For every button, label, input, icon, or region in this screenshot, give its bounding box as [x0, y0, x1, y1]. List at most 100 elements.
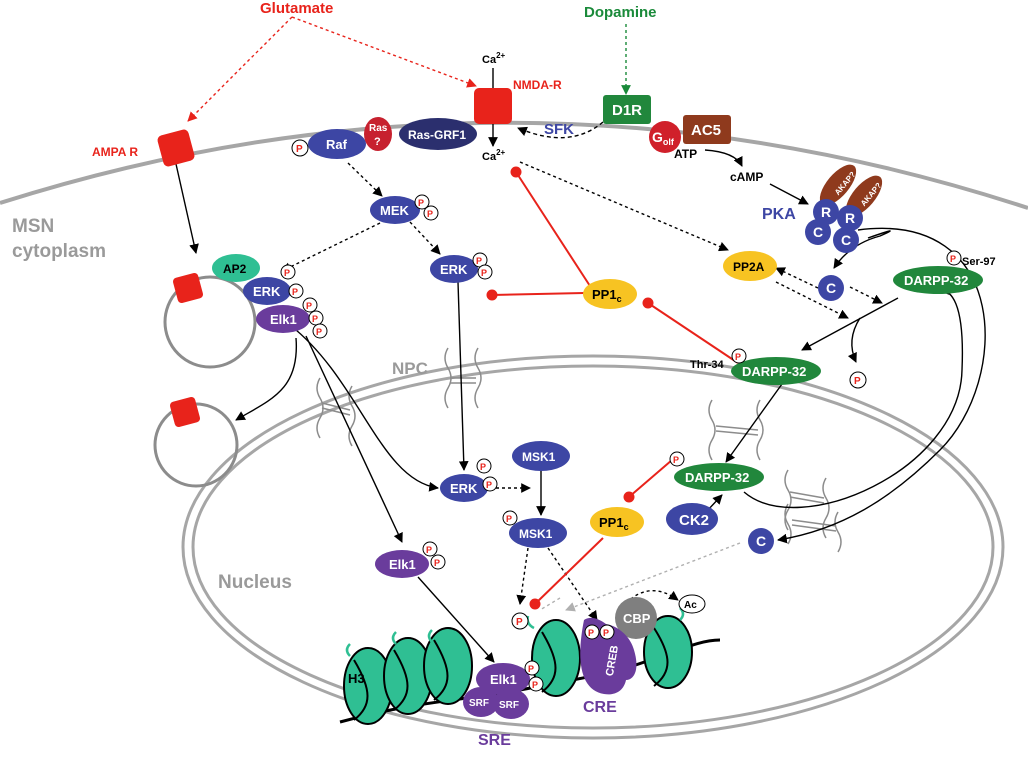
pp1c-cytoplasm [583, 279, 637, 309]
pka-c-nuclear-import-loop [777, 227, 986, 544]
svg-text:P: P [481, 268, 487, 278]
svg-text:P: P [486, 480, 492, 490]
msk1-inactive-label: MSK1 [522, 450, 556, 464]
darpp32-nuclear-import-arrow [725, 383, 783, 463]
pka-r-1 [813, 199, 839, 225]
elk1-nuclear-translocation-arrow [305, 335, 403, 543]
ca-to-pp2a-arrow [519, 161, 729, 252]
pka-c-to-creb-arrow [565, 542, 741, 612]
glutamate-label: Glutamate [260, 0, 333, 17]
pka-c-2 [833, 227, 859, 253]
darpp32-nucleus-label: DARPP-32 [685, 470, 749, 485]
svg-text:P: P [434, 558, 440, 568]
h3-label: H3 [348, 671, 365, 686]
pp2a-label: PP2A [733, 260, 765, 274]
svg-text:P: P [312, 314, 318, 324]
pp1c-cytoplasm-label: PP1c [592, 287, 622, 304]
released-phosphate [849, 371, 867, 389]
svg-text:P: P [480, 462, 486, 472]
darpp32-thr34 [731, 357, 821, 385]
pka-c-cytoplasm [818, 275, 844, 301]
ras-grf1-label: Ras-GRF1 [408, 128, 466, 142]
nucleus-envelope-outer [181, 354, 1005, 740]
msn-label-line1: MSN [12, 216, 54, 237]
darpp32-p-release-arrow [847, 317, 861, 363]
plasma-membrane [0, 120, 1028, 210]
svg-text:P: P [476, 256, 482, 266]
msk1-to-creb-arrow [547, 547, 598, 621]
cre-label: CRE [583, 699, 617, 716]
ser97-phospho [946, 250, 962, 266]
ras-grf1 [399, 118, 477, 150]
calcium-mid-label: Ca2+ [482, 148, 506, 163]
nuclear-darpp32-pp1-inhibition [628, 459, 673, 498]
elk1-nucleus [375, 550, 429, 578]
golf-protein [649, 121, 681, 153]
svg-text:SRF: SRF [499, 700, 519, 711]
svg-text:P: P [506, 514, 512, 524]
nucleosome-5 [643, 615, 693, 689]
npc-3 [708, 399, 764, 461]
nucleosome-4 [531, 619, 581, 697]
pka-c-nucleus [748, 528, 774, 554]
endocytic-vesicle [163, 275, 257, 369]
erk-nucleus-label: ERK [450, 481, 478, 496]
svg-text:P: P [735, 352, 741, 362]
dna-wraps [353, 627, 669, 721]
nucleosome-3 [423, 627, 473, 705]
nmda-receptor [474, 88, 512, 124]
ser97-label: Ser-97 [962, 256, 996, 268]
glutamate-to-nmda-arrow [291, 16, 477, 88]
cbp-label: CBP [623, 611, 651, 626]
thr34-label: Thr-34 [690, 359, 725, 371]
thr34-phospho [731, 348, 747, 364]
camp-to-pka-arrow [769, 183, 809, 205]
nucleosomes [343, 615, 693, 725]
svg-text:P: P [292, 287, 298, 297]
darpp32-pp1-inhibition [647, 302, 739, 364]
cbp-coactivator [615, 597, 657, 639]
svg-text:R: R [845, 210, 855, 226]
svg-text:P: P [296, 144, 303, 155]
vesicle-ampa-receptor [172, 272, 204, 304]
vesicle-to-nuclear-erk-arrow [289, 324, 439, 492]
pp2a-dephosphorylation-arrow [775, 281, 849, 319]
mek-label: MEK [380, 203, 410, 218]
pp1c-nucleus-label: PP1c [599, 515, 629, 532]
sfk-label: SFK [544, 121, 574, 138]
elk1-sre-phospho: P P [524, 660, 544, 692]
erk-vesicle-label: ERK [253, 284, 281, 299]
darpp32-nucleus [674, 463, 764, 491]
npc-2 [316, 377, 356, 447]
msk1-active-label: MSK1 [519, 527, 553, 541]
svg-text:P: P [532, 680, 538, 690]
ras-gtpase [364, 117, 392, 151]
svg-text:C: C [756, 533, 766, 549]
creb-label: CREB [604, 644, 621, 677]
pp2a-phosphatase [723, 251, 777, 281]
sre-label: SRE [478, 732, 511, 749]
svg-text:P: P [418, 198, 424, 208]
ap2-adaptor [212, 254, 260, 282]
histone-tails [345, 607, 685, 657]
darpp32-thr34-label: DARPP-32 [742, 364, 806, 379]
raf-phospho [291, 139, 309, 157]
msk1-inactive [512, 441, 570, 471]
erk-nucleus-phospho: P P [476, 458, 498, 492]
svg-text:P: P [854, 376, 861, 387]
camp-label: cAMP [730, 170, 763, 184]
darpp32-nucleus-phospho [669, 451, 685, 467]
raf-label: Raf [326, 137, 348, 152]
svg-text:P: P [950, 254, 956, 264]
pka-c-to-h3-arrow [539, 597, 561, 611]
srf-2 [493, 689, 529, 719]
pp1-h3-inhibition [534, 537, 604, 605]
ck2-kinase [666, 503, 718, 535]
d1r-receptor [603, 95, 651, 124]
svg-text:P: P [673, 455, 679, 465]
elk1-vesicle [256, 305, 310, 333]
pka-r-2 [837, 205, 863, 231]
erk-nuclear-translocation-arrow [457, 281, 469, 471]
msk1-active [509, 518, 567, 548]
